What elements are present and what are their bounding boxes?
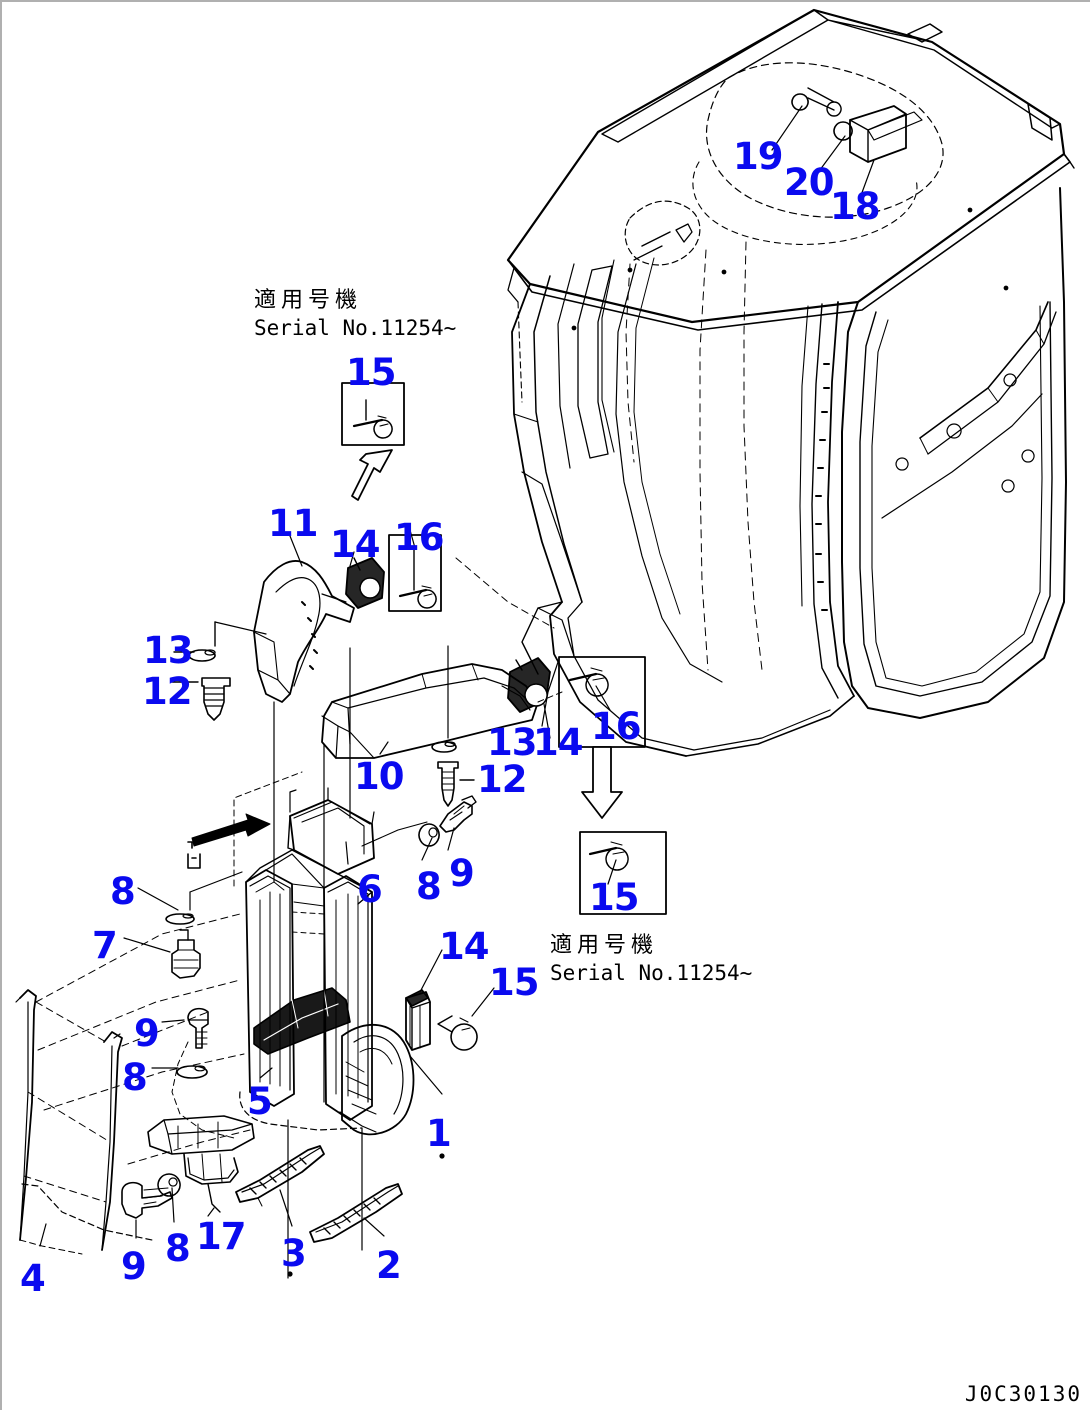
part-callout-4[interactable]: 4 (20, 1257, 46, 1300)
part-1-shell (339, 1023, 445, 1159)
part-8-washer-right (361, 821, 440, 861)
part-17-bracket (147, 1115, 255, 1217)
part-callout-9[interactable]: 9 (134, 1012, 160, 1055)
part-8-washer-lower-left (151, 1065, 208, 1079)
part-callout-1[interactable]: 1 (426, 1112, 452, 1155)
part-15-bolt-lower (437, 987, 495, 1051)
part-callout-6[interactable]: 6 (357, 868, 383, 911)
part-callout-7[interactable]: 7 (92, 924, 118, 967)
part-callout-14[interactable]: 14 (439, 925, 489, 968)
part-callout-17[interactable]: 17 (196, 1215, 246, 1258)
note-serial-range: Serial No.11254~ (254, 316, 457, 341)
part-callout-9[interactable]: 9 (121, 1245, 147, 1288)
part-callout-15[interactable]: 15 (346, 351, 396, 394)
part-callout-20[interactable]: 20 (784, 161, 834, 204)
part-callout-12[interactable]: 12 (477, 758, 527, 801)
part-14-clamp-upper (345, 551, 385, 609)
part-callout-14[interactable]: 14 (330, 523, 380, 566)
part-8-washer-bottom (157, 1173, 181, 1223)
note-upper: 適用号機 Serial No.11254~ (254, 287, 456, 342)
part-9-bolt-bottom (121, 1181, 173, 1239)
part-callout-9[interactable]: 9 (449, 852, 475, 895)
part-12-bolt-upper (171, 677, 231, 721)
part-2-rail-pad (309, 1183, 403, 1243)
drawing-code: J0C30130 (964, 1382, 1082, 1406)
part-14-clamp-lower (405, 949, 443, 1051)
part-4-mat (15, 989, 153, 1255)
detail-arrow-16-to-15 (581, 746, 623, 819)
part-callout-8[interactable]: 8 (416, 865, 442, 908)
part-callout-18[interactable]: 18 (830, 185, 880, 228)
part-callout-13[interactable]: 13 (487, 721, 537, 764)
part-3-rail-pad (235, 1145, 325, 1277)
note-serial-range: Serial No.11254~ (550, 961, 753, 986)
part-callout-5[interactable]: 5 (247, 1080, 273, 1123)
part-callout-10[interactable]: 10 (354, 755, 404, 798)
detail-box-16-top (388, 529, 442, 612)
part-callout-16[interactable]: 16 (394, 516, 444, 559)
note-japanese-label: 適用号機 (254, 288, 363, 313)
part-12-bolt-mid (437, 761, 475, 807)
part-callout-15[interactable]: 15 (589, 876, 639, 919)
note-lower: 適用号機 Serial No.11254~ (550, 932, 752, 987)
part-callout-14[interactable]: 14 (533, 721, 583, 764)
detail-box-15-top (341, 382, 405, 501)
part-callout-12[interactable]: 12 (142, 670, 192, 713)
part-13-washer-mid (431, 645, 457, 753)
part-13-washer-upper (173, 621, 267, 662)
part-callout-13[interactable]: 13 (143, 629, 193, 672)
part-7-knob (123, 929, 201, 979)
detail-box-15-mid (579, 831, 667, 915)
part-callout-15[interactable]: 15 (489, 961, 539, 1004)
part-11-upper-grip (253, 535, 355, 703)
part-6-frame (187, 787, 375, 1121)
part-callout-2[interactable]: 2 (376, 1244, 402, 1287)
part-8-washer-upper-left (137, 871, 243, 925)
part-callout-11[interactable]: 11 (268, 502, 318, 545)
cab-frame-assembly (506, 8, 1075, 757)
part-callout-8[interactable]: 8 (110, 870, 136, 913)
part-5-cushion-panel (171, 1041, 363, 1139)
note-japanese-label: 適用号機 (550, 933, 659, 958)
part-callout-8[interactable]: 8 (122, 1056, 148, 1099)
part-callout-3[interactable]: 3 (281, 1232, 307, 1275)
part-9-bolt-right (439, 795, 477, 851)
part-callout-16[interactable]: 16 (591, 705, 641, 748)
part-9-bolt-left (161, 1007, 209, 1049)
part-callout-19[interactable]: 19 (733, 135, 783, 178)
part-callout-8[interactable]: 8 (165, 1227, 191, 1270)
